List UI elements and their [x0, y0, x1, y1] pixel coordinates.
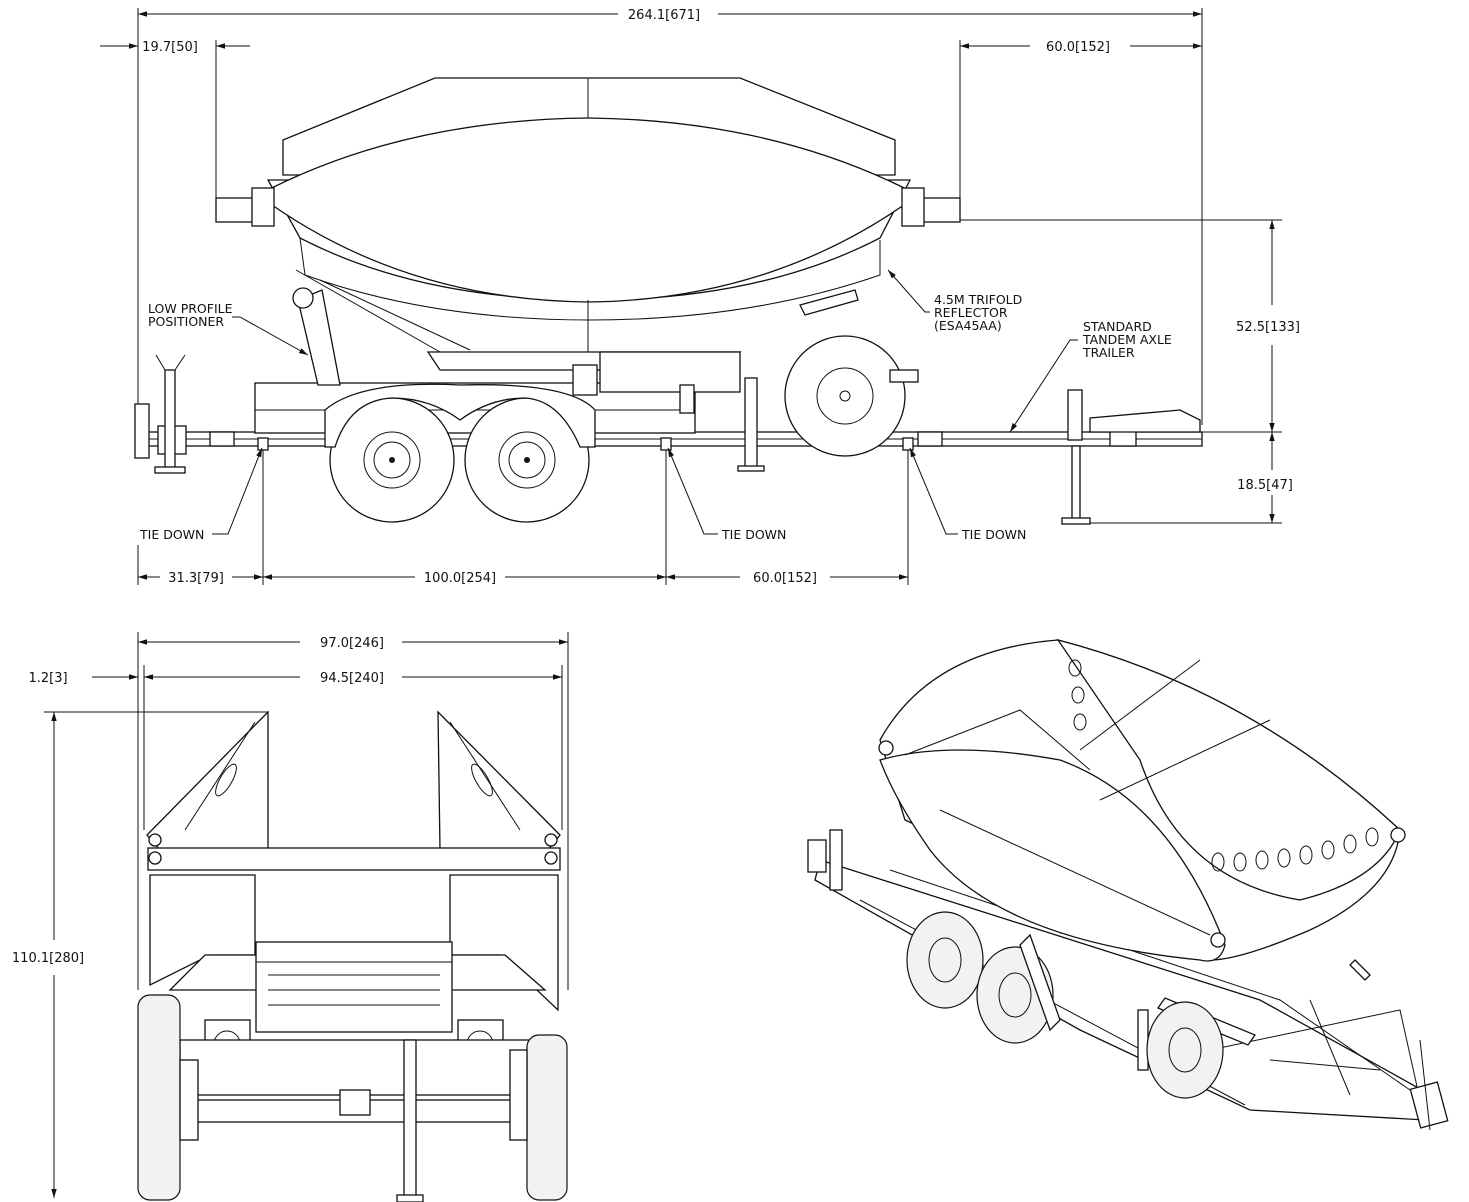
trailer-wheel-1 — [329, 397, 455, 523]
tie-down-label-3: TIE DOWN — [961, 527, 1026, 542]
height-above-frame-dim: 52.5[133] — [1236, 320, 1300, 335]
positioner-label-2: POSITIONER — [148, 314, 224, 329]
spare-tire — [784, 335, 919, 457]
reflector-side — [215, 77, 961, 352]
overall-width-dim: 97.0[246] — [320, 636, 384, 651]
isometric-view — [807, 638, 1449, 1131]
iso-wheel-3 — [1146, 1001, 1224, 1099]
tiedown-1-dim: 31.3[79] — [168, 571, 224, 586]
side-offset-dim: 1.2[3] — [28, 671, 67, 686]
positioner-label-1: LOW PROFILE — [148, 301, 233, 316]
feed-holes — [1068, 659, 1379, 872]
overall-height-dim: 110.1[280] — [12, 951, 84, 966]
trailer-label-3: TRAILER — [1082, 345, 1135, 360]
iso-wheel-1 — [906, 911, 984, 1009]
reflector-label-1: 4.5M TRIFOLD — [934, 292, 1022, 307]
tiedown-2-dim: 100.0[254] — [424, 571, 496, 586]
side-view — [134, 8, 1282, 585]
tie-down-label-2: TIE DOWN — [721, 527, 786, 542]
tie-down-label-1: TIE DOWN — [139, 527, 204, 542]
trailer-label-2: TANDEM AXLE — [1082, 332, 1172, 347]
front-overhang-dim: 19.7[50] — [142, 40, 198, 55]
reflector-label-2: REFLECTOR — [934, 305, 1008, 320]
trailer-label-1: STANDARD — [1083, 319, 1152, 334]
rear-overhang-dim: 60.0[152] — [1046, 40, 1110, 55]
tiedown-3-dim: 60.0[152] — [753, 571, 817, 586]
front-view — [44, 632, 569, 1202]
frame-height-dim: 18.5[47] — [1237, 478, 1293, 493]
reflector-label-3: (ESA45AA) — [934, 318, 1002, 333]
inner-width-dim: 94.5[240] — [320, 671, 384, 686]
overall-length-dim: 264.1[671] — [628, 8, 700, 23]
